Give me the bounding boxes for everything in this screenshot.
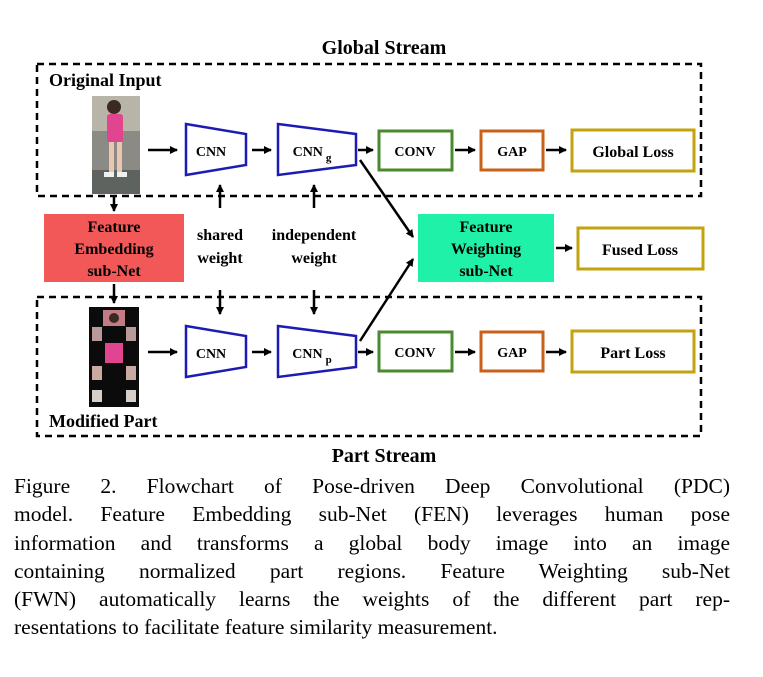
global-loss-label: Global Loss [592, 144, 673, 161]
arrow-cnn-g-to-fwn [358, 159, 415, 238]
part-gap-box [479, 330, 545, 373]
global-gap-box [479, 129, 545, 172]
shared-weight-line-1: shared [197, 227, 243, 244]
independent-weight-line-2: weight [291, 250, 337, 267]
modified-part-label: Modified Part [49, 411, 157, 431]
fwn-label-line-1: Feature [459, 219, 512, 236]
part-cnn-p-block [276, 324, 358, 379]
part-loss-label: Part Loss [600, 345, 665, 362]
global-cnn-label: CNN [196, 145, 226, 160]
global-conv-box [377, 129, 454, 172]
part-gap-label: GAP [497, 346, 527, 361]
independent-weight-line-1: independent [272, 227, 357, 244]
global-conv-label: CONV [394, 145, 435, 160]
modified-part-image [89, 307, 139, 407]
original-input-label: Original Input [49, 70, 162, 90]
global-cnn-g-block [276, 122, 358, 177]
global-cnn-block [184, 122, 248, 177]
caption-line-6: resentations to facilitate feature simil… [14, 615, 498, 640]
part-conv-label: CONV [394, 346, 435, 361]
arrow-cnn-p-to-fwn [358, 258, 415, 342]
fen-box [44, 214, 184, 282]
fused-loss-label: Fused Loss [602, 242, 678, 259]
caption-line-3: information and transforms a global body… [14, 530, 730, 555]
fwn-label-line-3: sub-Net [459, 263, 513, 280]
original-input-image [92, 96, 140, 194]
pdc-flowchart: Global Stream Part Stream Original Input… [35, 37, 705, 467]
figure-caption: Figure 2. Flowchart of Pose-driven Deep … [14, 472, 730, 642]
caption-line-5: (FWN) automatically learns the weights o… [14, 587, 730, 612]
fen-label-line-1: Feature [87, 219, 140, 236]
shared-weight-line-2: weight [197, 250, 243, 267]
part-stream-box [35, 295, 703, 438]
global-cnn-g-subscript: g [326, 152, 332, 164]
fen-label-line-2: Embedding [74, 241, 153, 258]
part-conv-box [377, 330, 454, 373]
caption-line-2: model. Feature Embedding sub-Net (FEN) l… [14, 502, 730, 527]
caption-line-1: Figure 2. Flowchart of Pose-driven Deep … [14, 474, 730, 498]
part-stream-title: Part Stream [332, 445, 437, 467]
part-cnn-p-subscript: p [326, 354, 332, 366]
fwn-box [418, 214, 554, 282]
global-gap-label: GAP [497, 145, 527, 160]
caption-line-4: containing normalized part regions. Feat… [14, 558, 730, 583]
global-loss-box [570, 128, 696, 173]
fen-label-line-3: sub-Net [87, 263, 141, 280]
part-cnn-block [184, 324, 248, 379]
fwn-label-line-2: Weighting [451, 241, 521, 258]
global-stream-title: Global Stream [322, 37, 447, 59]
global-stream-box [35, 62, 703, 198]
fused-loss-box [576, 226, 705, 271]
part-cnn-label: CNN [196, 347, 226, 362]
part-loss-box [570, 329, 696, 374]
